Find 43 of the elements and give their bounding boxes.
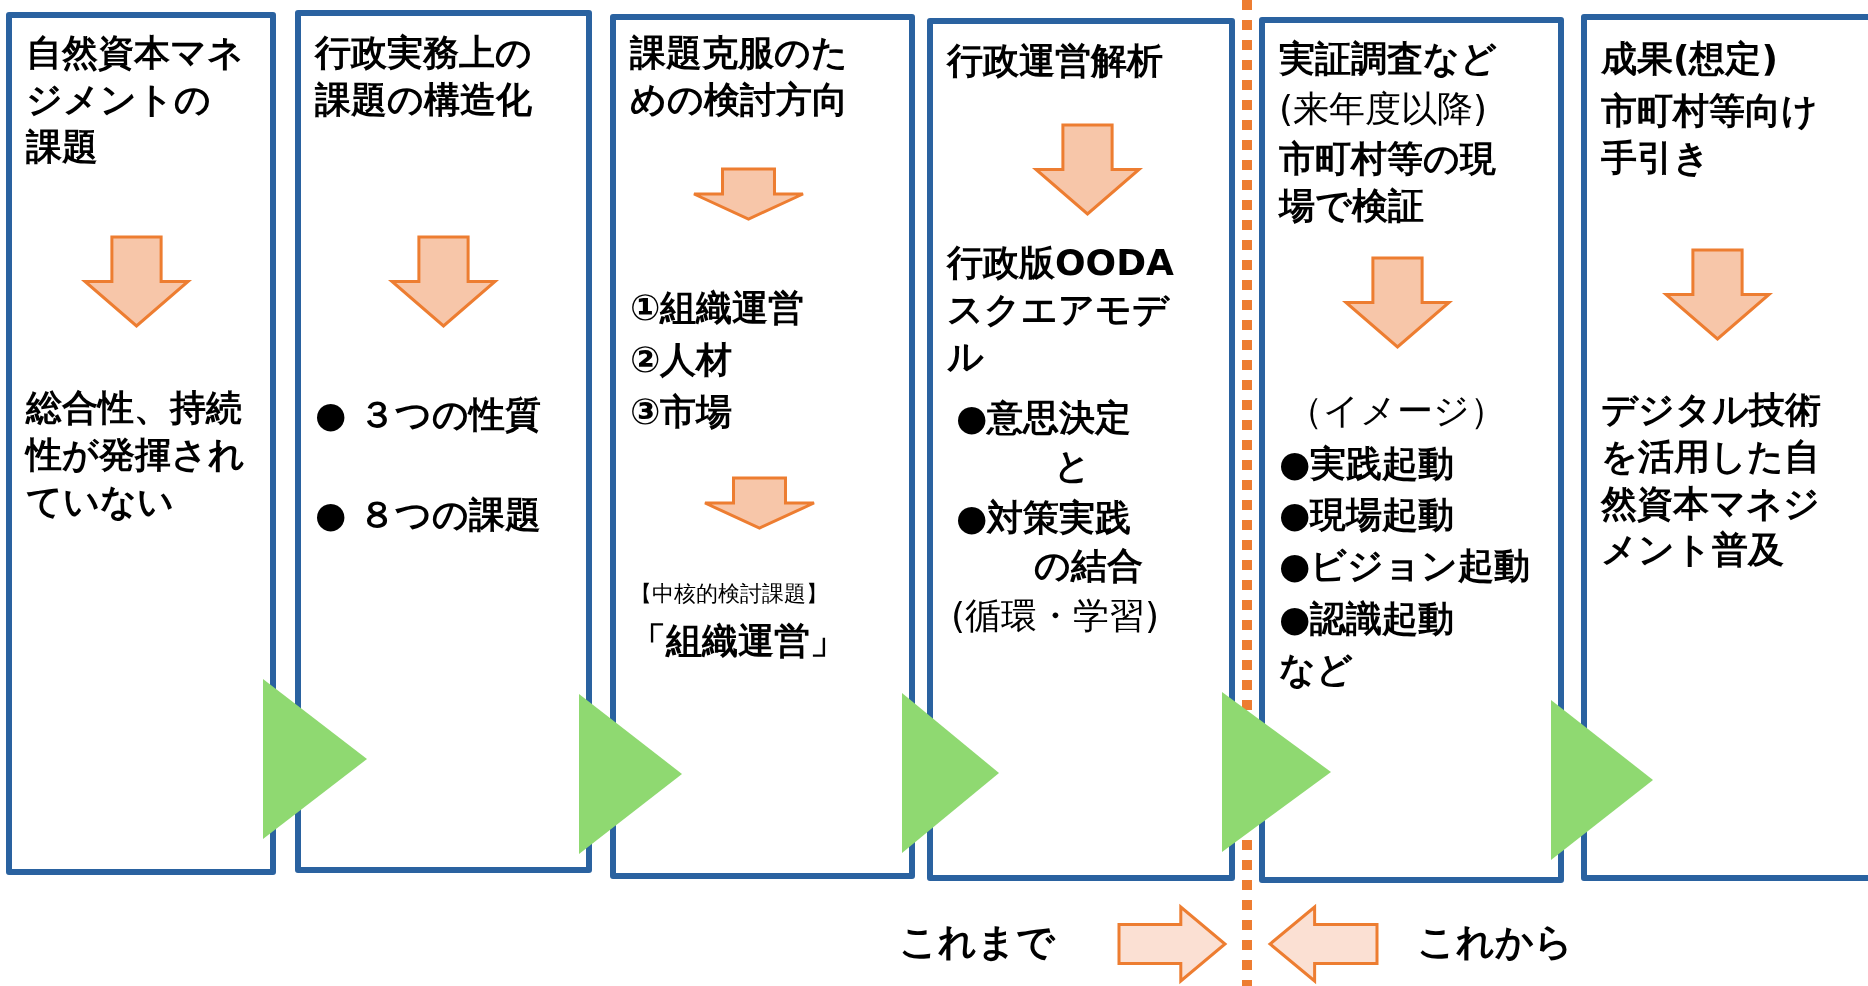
box-text: 【中核的検討課題】 (630, 580, 828, 608)
list-item: ●意思決定 (956, 396, 1132, 440)
list-item: ③市場 (630, 390, 733, 434)
chevron-arrow (579, 694, 682, 854)
box-heading: 成果(想定) (1601, 37, 1778, 81)
box-heading: 市町村等向け手引き (1601, 89, 1819, 180)
box-heading: 実証調査など (1279, 37, 1497, 81)
box-text: 行政版OODAスクエアモデル (947, 241, 1175, 379)
box-text: (来年度以降) (1279, 87, 1488, 131)
chevron-arrow (1222, 692, 1331, 852)
chevron-arrow (1551, 700, 1653, 860)
chevron-arrow (263, 679, 367, 839)
box-heading: 自然資本マネジメントの課題 (26, 31, 245, 169)
list-item: ●実践起動 (1279, 442, 1455, 486)
box-text: 「組織運営」 (630, 619, 846, 663)
box-heading: 課題克服のための検討方向 (630, 31, 849, 122)
list-item: ●認識起動 (1279, 597, 1455, 641)
chevron-arrow (902, 693, 999, 853)
box-text: (循環・学習) (951, 594, 1160, 638)
box-heading: 行政運営解析 (947, 39, 1163, 83)
box-text: 総合性、持続性が発揮されていない (26, 386, 246, 524)
list-item: ●対策実践 (956, 496, 1132, 540)
timeline-label: これまで (899, 919, 1055, 966)
box-text: など (1279, 648, 1353, 692)
box-text: デジタル技術を活用した自然資本マネジメント普及 (1601, 388, 1822, 573)
step-box (1259, 17, 1564, 883)
step-box (610, 14, 915, 879)
box-text: と (1054, 444, 1091, 488)
box-heading: 行政実務上の課題の構造化 (315, 31, 533, 122)
list-item: ● ３つの性質 (315, 393, 541, 437)
timeline-label: これから (1417, 919, 1573, 966)
box-text: （イメージ） (1287, 389, 1506, 433)
step-box (1581, 14, 1868, 881)
list-item: ②人材 (630, 338, 733, 382)
step-box (295, 10, 592, 873)
box-heading: 市町村等の現場で検証 (1279, 137, 1497, 228)
list-item: ● ８つの課題 (315, 493, 541, 537)
step-box (927, 18, 1235, 881)
list-item: ①組織運営 (630, 286, 805, 330)
box-text: の結合 (1034, 544, 1143, 588)
list-item: ●現場起動 (1279, 493, 1455, 537)
list-item: ●ビジョン起動 (1279, 544, 1531, 588)
step-box (6, 12, 276, 875)
